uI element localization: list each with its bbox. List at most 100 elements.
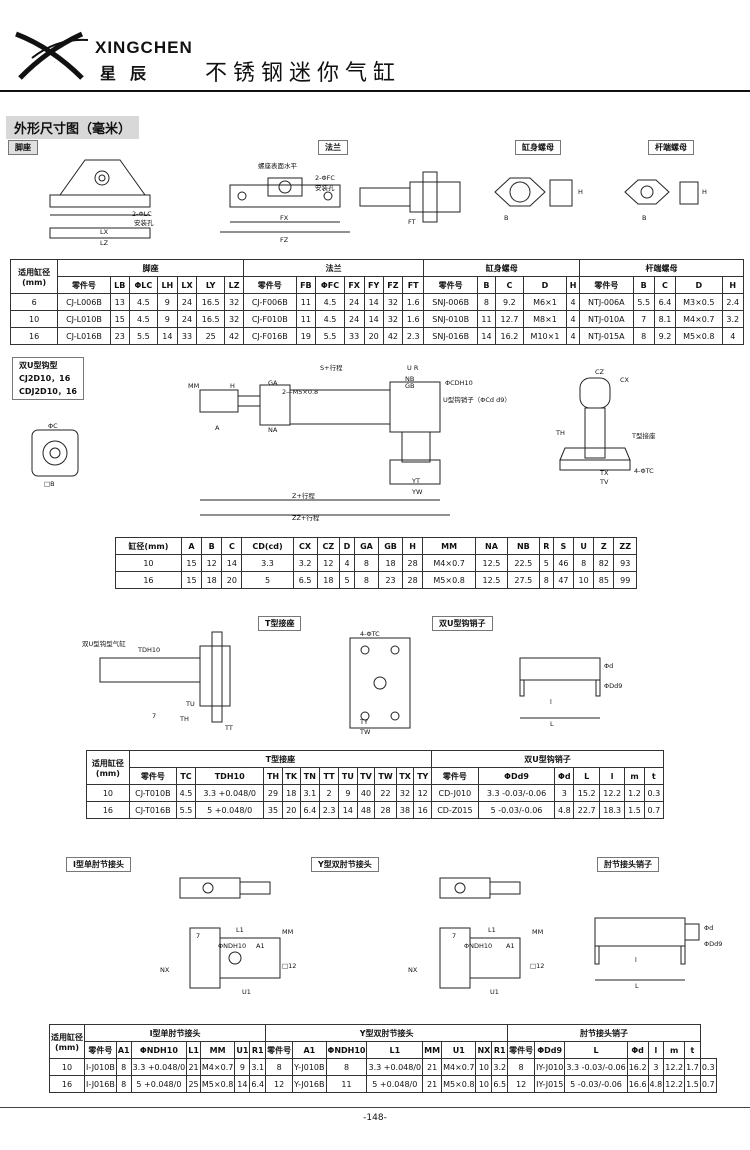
table-cell: 14 — [477, 327, 496, 345]
table-cell: 48 — [356, 801, 376, 819]
svg-text:7: 7 — [152, 712, 156, 720]
table-cell: 8 — [573, 554, 595, 572]
table-cell: 8 — [477, 293, 496, 311]
svg-text:l: l — [550, 698, 552, 706]
table-cell: CJ-F010B — [243, 310, 297, 328]
table-cell: 47 — [552, 571, 575, 589]
table-cell: 99 — [613, 571, 637, 589]
table-cell: 18 — [378, 554, 404, 572]
table-cell: 32 — [224, 293, 244, 311]
drawings-t-bracket: 双U型钩型气缸 TDH10 TU 7 TH TT 4-ΦTC TY TW Φd … — [82, 630, 622, 736]
svg-text:l: l — [635, 956, 637, 964]
table-cell: CJ-F006B — [243, 293, 297, 311]
table-cell: 0.7 — [699, 1075, 717, 1093]
table-cell: CD-J010 — [430, 784, 479, 802]
table-cell: 5 +0.048/0 — [130, 1075, 188, 1093]
svg-text:MM: MM — [532, 928, 543, 936]
label-t-bracket: T型接座 — [258, 616, 302, 631]
table-cell: 8 — [353, 571, 380, 589]
column-header: D — [339, 537, 355, 555]
table-cell: 16.6 — [626, 1075, 649, 1093]
table-cell: 15 — [180, 571, 203, 589]
table-cell: 8 — [115, 1058, 132, 1076]
svg-text:L1: L1 — [236, 926, 244, 934]
table-cell: 3.2 — [491, 1058, 509, 1076]
label-i-joint: I型单肘节接头 — [66, 857, 131, 872]
table3-bore-header: 适用缸径(mm) — [86, 750, 130, 785]
svg-text:TW: TW — [359, 728, 371, 736]
column-header: 缸径(mm) — [115, 537, 182, 555]
column-header: TC — [175, 767, 197, 785]
table-cell: 14 — [363, 293, 384, 311]
svg-text:H: H — [578, 188, 583, 196]
table-cell: 20 — [363, 327, 384, 345]
table-cell: 16.5 — [196, 293, 226, 311]
table-cell: 8 — [538, 571, 554, 589]
svg-text:U1: U1 — [490, 988, 499, 996]
xingchen-logo-icon — [15, 31, 89, 80]
table-cell: 93 — [613, 554, 637, 572]
table-cell: 21 — [422, 1075, 443, 1093]
footer-divider — [0, 1107, 750, 1108]
column-header: U — [573, 537, 595, 555]
table-cell: 4 — [566, 293, 581, 311]
page-title: 不锈钢迷你气缸 — [205, 61, 402, 86]
table-cell: 14 — [234, 1075, 251, 1093]
table-cell: 11 — [325, 1075, 368, 1093]
table-cell: 5 +0.048/0 — [195, 801, 265, 819]
column-header: L1 — [186, 1041, 201, 1059]
table-cell: 1.2 — [624, 784, 645, 802]
column-header: FY — [363, 276, 384, 294]
svg-text:LX: LX — [100, 228, 109, 236]
table-cell: 2.3 — [402, 327, 425, 345]
table-cell: CD-Z015 — [430, 801, 479, 819]
table-cell: 21 — [422, 1058, 443, 1076]
table-cell: 3 — [647, 1058, 665, 1076]
table-cell: 3.2 — [292, 554, 318, 572]
table-cell: 28 — [402, 571, 424, 589]
table-cell: M4×0.7 — [422, 554, 476, 572]
column-header: NB — [506, 537, 540, 555]
svg-text:B: B — [642, 214, 646, 222]
table3-group: 双U型钩销子 — [430, 750, 665, 768]
table-cell: M4×0.7 — [199, 1058, 236, 1076]
table-cell: 12.5 — [475, 554, 508, 572]
table-cell: 10 — [9, 310, 59, 328]
table-cell: 32 — [224, 310, 244, 328]
svg-text:Φd: Φd — [704, 924, 713, 932]
table-cell: 28 — [374, 801, 397, 819]
table-cell: 8.1 — [653, 310, 677, 328]
table-cell: 22 — [374, 784, 397, 802]
table-cell: SNJ-010B — [423, 310, 479, 328]
column-header: LB — [109, 276, 130, 294]
table-cell: 6 — [9, 293, 59, 311]
table-cell: 85 — [593, 571, 615, 589]
column-header: LZ — [224, 276, 244, 294]
table-cell: M10×1 — [522, 327, 568, 345]
table-cell: 6.4 — [299, 801, 320, 819]
table-cell: 11 — [295, 310, 317, 328]
svg-text:TU: TU — [185, 700, 195, 708]
table-cell: 16 — [115, 571, 182, 589]
table-cell: 14 — [338, 801, 358, 819]
column-header: TT — [318, 767, 340, 785]
svg-text:GB: GB — [405, 382, 415, 390]
svg-text:YT: YT — [411, 477, 420, 485]
column-header: CX — [292, 537, 318, 555]
table-cell: 42 — [382, 327, 404, 345]
column-header: t — [684, 1041, 701, 1059]
table-cell: 23 — [378, 571, 404, 589]
table-cell: 16.2 — [626, 1058, 649, 1076]
column-header: GB — [378, 537, 404, 555]
column-header: TDH10 — [195, 767, 265, 785]
table-cell: I-J016B — [84, 1075, 117, 1093]
svg-text:ΦCDH10: ΦCDH10 — [445, 379, 473, 387]
table-cell: 3.3 -0.03/-0.06 — [564, 1058, 628, 1076]
column-header: CD(cd) — [241, 537, 294, 555]
